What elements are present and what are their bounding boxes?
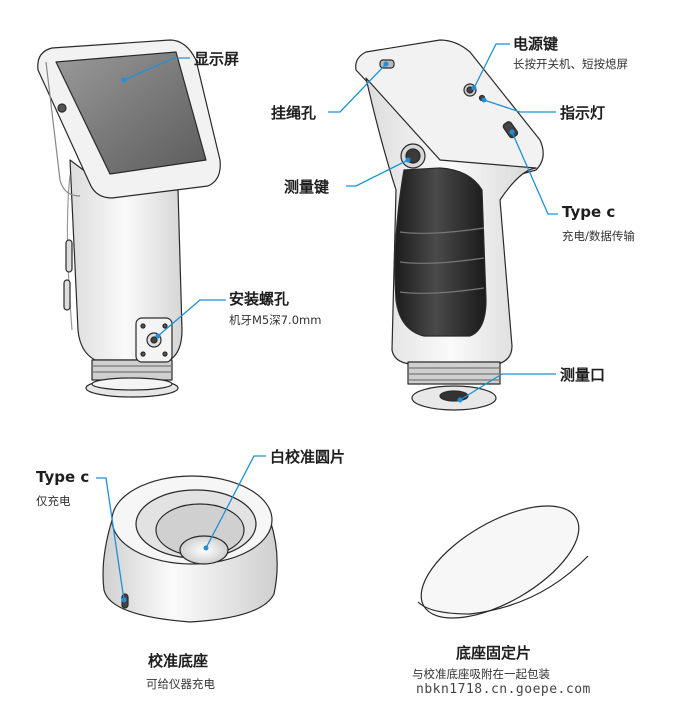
calibration-base <box>102 475 278 623</box>
label-typec-bottom-note: 仅充电 <box>36 494 71 508</box>
leader-power-key <box>473 43 510 89</box>
rubber-grip <box>394 167 487 337</box>
side-button-2 <box>63 279 71 311</box>
leader-display <box>123 57 190 81</box>
device-front-view <box>37 39 221 398</box>
leader-indicator <box>483 99 556 113</box>
leader-measure-port <box>459 373 556 401</box>
leader-measure-key <box>346 159 409 187</box>
label-lanyard-hole: 挂绳孔 <box>271 104 317 122</box>
device-front-ring <box>91 359 173 381</box>
side-button-1 <box>65 239 73 273</box>
device-rear-head <box>355 39 544 181</box>
leader-typec-bottom <box>96 477 125 601</box>
label-power-key: 电源键 <box>513 35 559 53</box>
leader-lanyard-hole <box>328 63 387 113</box>
leader-white-calib <box>205 455 266 549</box>
fixing-plate <box>417 505 589 619</box>
label-white-calib: 白校准圆片 <box>270 448 346 466</box>
watermark: nbkn1718.cn.goepe.com <box>416 682 591 697</box>
caption-plate-sub: 与校准底座吸附在一起包装 <box>412 667 550 681</box>
side-port <box>57 103 67 113</box>
caption-base-title: 校准底座 <box>148 652 209 670</box>
label-display: 显示屏 <box>194 50 240 68</box>
display-screen <box>55 51 207 175</box>
device-rear-view <box>355 39 544 411</box>
label-measure-port: 测量口 <box>560 366 606 384</box>
leader-lines <box>96 43 558 601</box>
typec-port-icon <box>502 121 519 139</box>
label-typec-bottom: Type c <box>36 468 90 486</box>
label-mount-hole: 安装螺孔 <box>229 290 290 308</box>
white-calibration-disc <box>179 535 229 565</box>
label-indicator: 指示灯 <box>560 104 606 122</box>
label-mount-hole-note: 机牙M5深7.0mm <box>229 313 322 327</box>
caption-base-sub: 可给仪器充电 <box>146 677 215 691</box>
label-typec-top: Type c <box>562 203 616 221</box>
label-power-key-note: 长按开关机、短按熄屏 <box>513 57 628 71</box>
leader-typec-top <box>511 131 558 215</box>
device-rear-ring <box>407 361 501 385</box>
caption-plate-title: 底座固定片 <box>456 644 532 662</box>
label-typec-top-note: 充电/数据传输 <box>562 229 635 243</box>
leader-mount-hole <box>157 299 226 337</box>
label-measure-key: 测量键 <box>284 178 330 196</box>
